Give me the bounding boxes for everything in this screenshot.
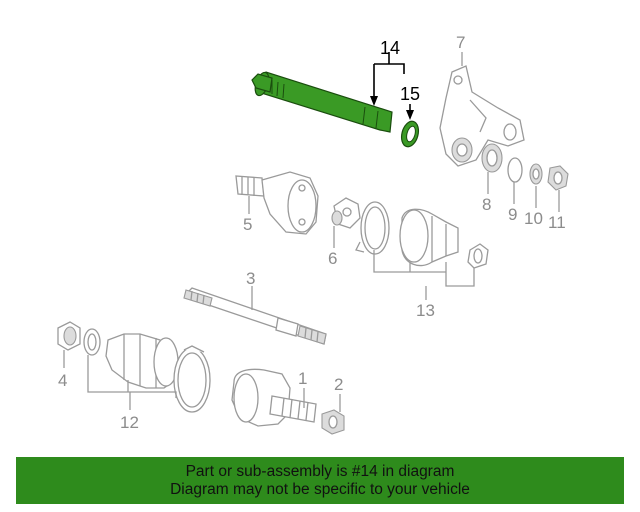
callout-7: 7 [456, 33, 465, 52]
outer-cv-joint-part-1[interactable] [231, 368, 317, 427]
halfshaft-part-3[interactable] [183, 287, 327, 345]
boot-band-part-4[interactable] [57, 321, 81, 351]
callout-1: 1 [298, 369, 307, 388]
callout-11: 11 [548, 213, 566, 232]
callout-5: 5 [243, 215, 252, 234]
snap-ring-part-15[interactable] [399, 119, 421, 148]
small-band-part-12[interactable] [83, 328, 101, 356]
part-info-banner: Part or sub-assembly is #14 in diagram D… [16, 457, 624, 504]
bearing-part-8[interactable] [481, 143, 503, 173]
banner-part-line: Part or sub-assembly is #14 in diagram [185, 462, 455, 480]
callout-15: 15 [400, 84, 420, 104]
callout-10: 10 [524, 209, 543, 228]
boot-clamp-part-13[interactable] [355, 201, 390, 255]
callout-9: 9 [508, 205, 517, 224]
outboard-joint-part-5[interactable] [235, 171, 319, 235]
outer-boot-part-12[interactable] [105, 333, 179, 389]
callout-4: 4 [58, 371, 67, 390]
callout-8: 8 [482, 195, 491, 214]
spindle-nut-part-2[interactable] [321, 409, 345, 435]
nut-part-11[interactable] [547, 165, 569, 191]
bearing-support-bracket-part-7[interactable] [439, 65, 525, 167]
intermediate-shaft-part-14[interactable] [251, 71, 393, 133]
washer-part-10[interactable] [529, 163, 543, 185]
callout-6: 6 [328, 249, 337, 268]
banner-disclaimer-line: Diagram may not be specific to your vehi… [170, 480, 470, 498]
inner-boot-part-13[interactable] [399, 208, 459, 267]
tripod-part-6[interactable] [331, 197, 361, 229]
small-boot-clamp-part-13[interactable] [467, 243, 489, 269]
leader-lines [63, 52, 560, 412]
callout-3: 3 [246, 269, 255, 288]
callout-13: 13 [416, 301, 435, 320]
callout-14: 14 [380, 38, 400, 58]
ring-part-9[interactable] [507, 157, 523, 183]
callout-labels: 14 15 7 8 9 10 11 5 6 13 3 4 12 1 2 [58, 33, 566, 432]
large-band-part-12[interactable] [173, 345, 211, 413]
callout-12: 12 [120, 413, 139, 432]
callout-2: 2 [334, 375, 343, 394]
